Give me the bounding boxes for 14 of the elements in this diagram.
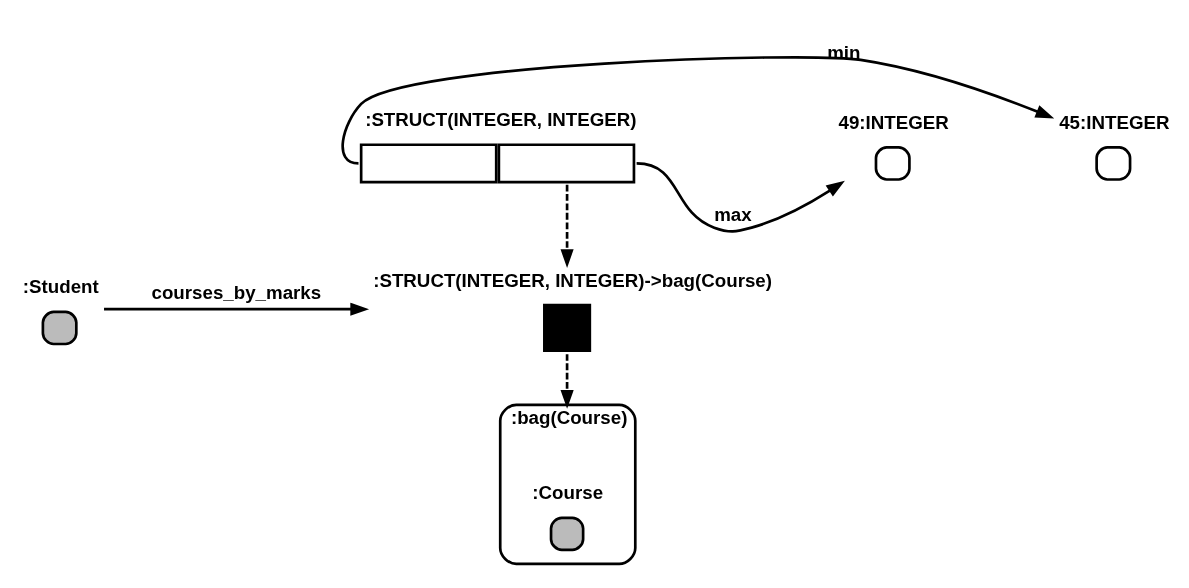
node-label: :Course	[532, 481, 604, 503]
arrow	[341, 55, 1055, 165]
arrow	[560, 184, 574, 268]
arrow	[636, 161, 845, 233]
node-label: :STRUCT(INTEGER, INTEGER)->bag(Course)	[373, 269, 773, 291]
edge-label: courses_by_marks	[151, 281, 322, 303]
edge-label: max	[714, 203, 752, 225]
node-label: :Student	[22, 275, 99, 297]
arrow	[560, 353, 574, 409]
arrow	[104, 302, 370, 316]
node-label: :STRUCT(INTEGER, INTEGER)	[365, 108, 637, 130]
node-label: 49:INTEGER	[838, 111, 949, 133]
node-label: 45:INTEGER	[1059, 111, 1170, 133]
node-box	[543, 303, 592, 352]
